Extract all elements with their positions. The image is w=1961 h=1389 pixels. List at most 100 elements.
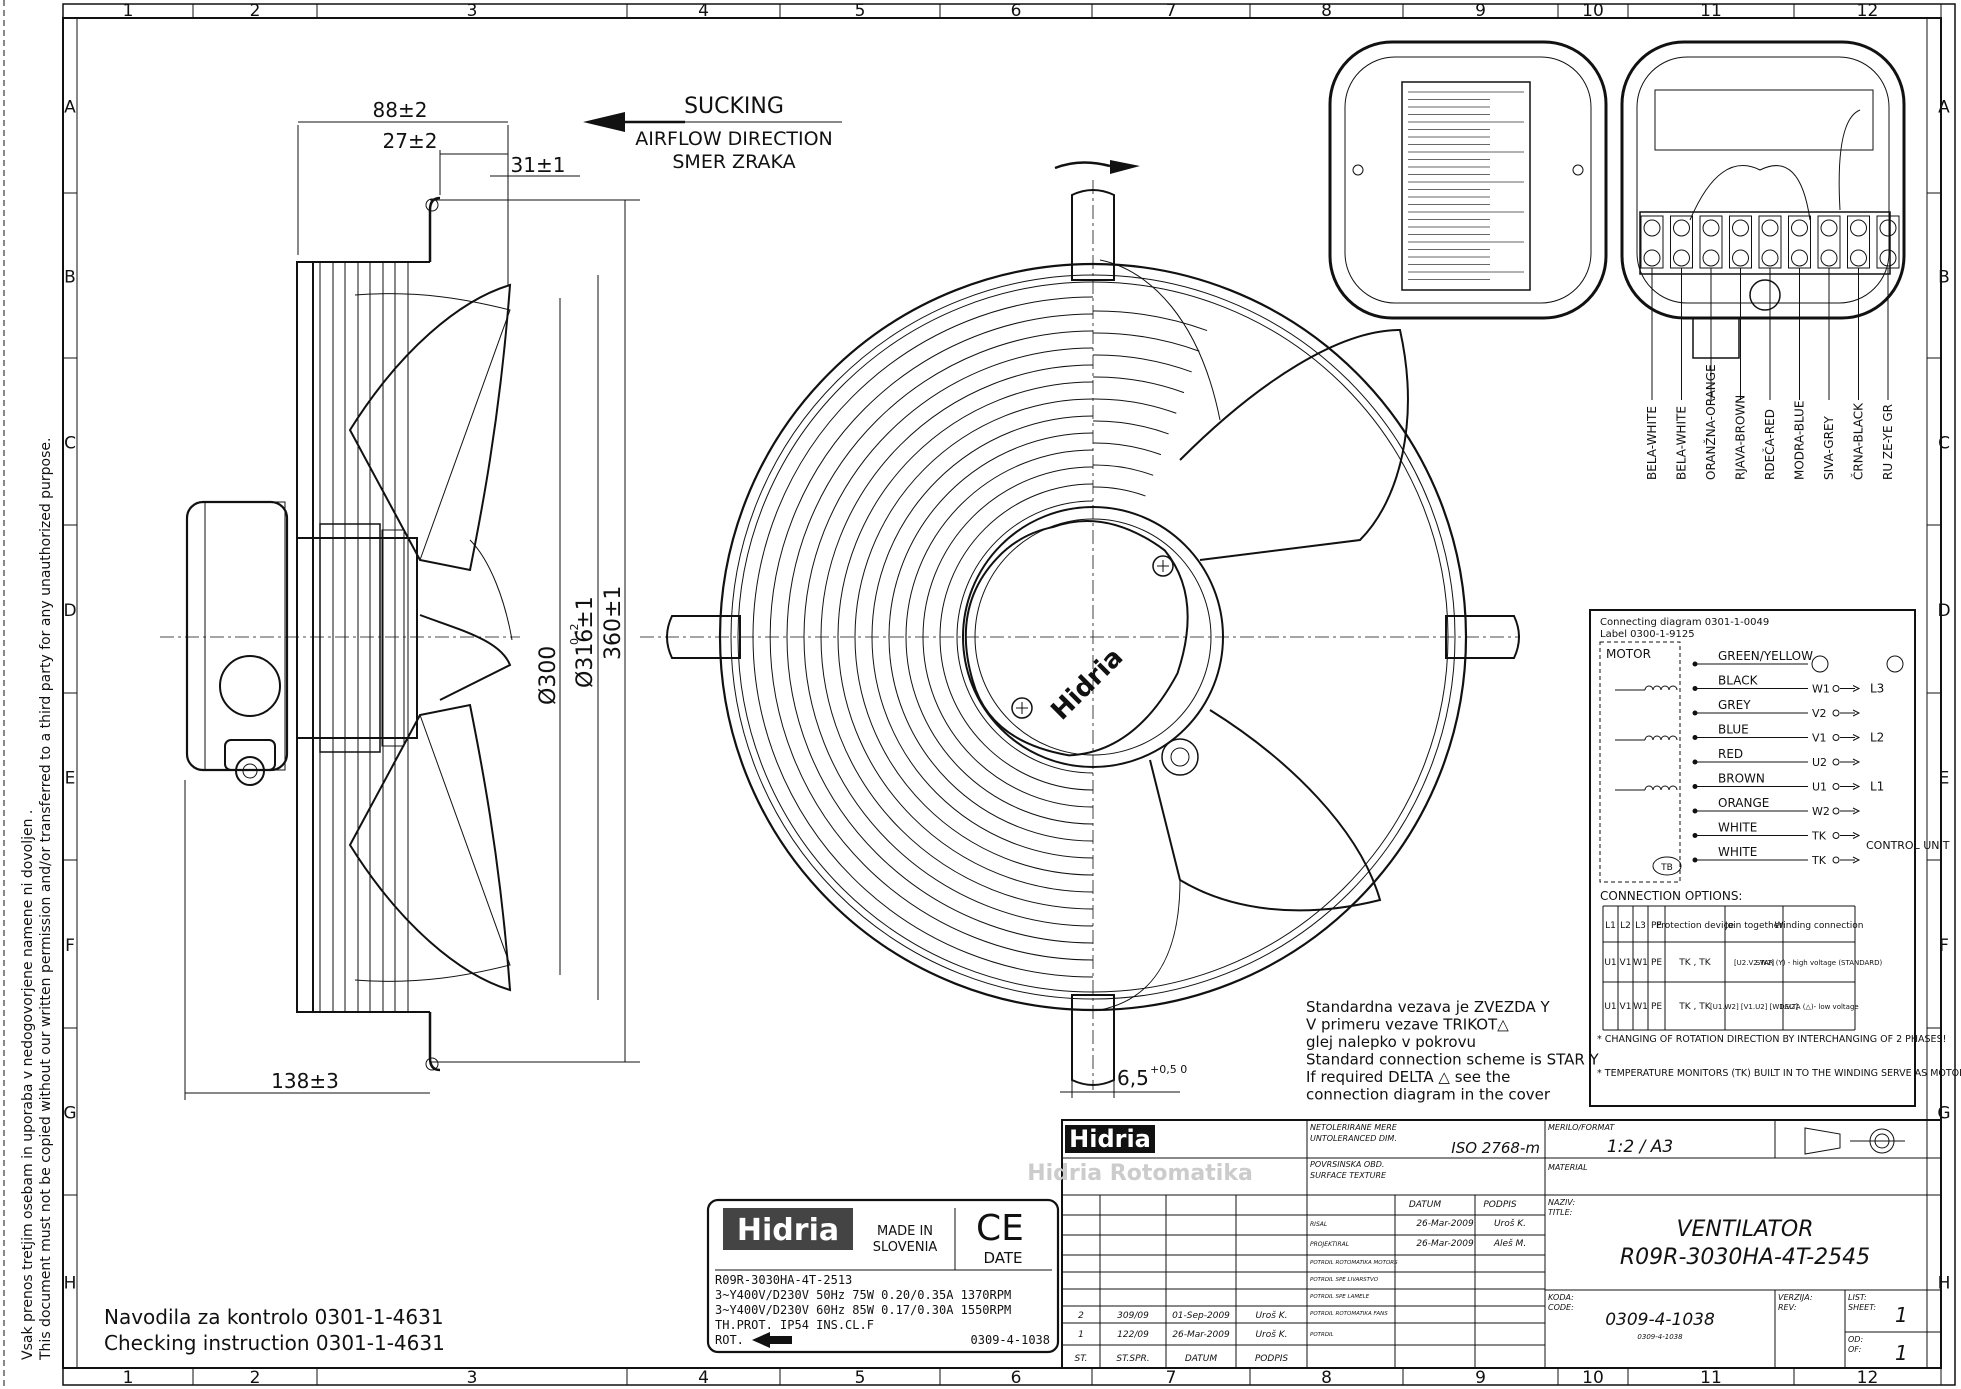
options-header: Winding connection <box>1775 921 1864 931</box>
row-marker-right: C <box>1938 434 1950 454</box>
projection-symbol-icon <box>1804 1127 1905 1155</box>
options-cell: PE <box>1651 958 1662 968</box>
column-marker-top: 1 <box>123 1 134 21</box>
column-marker-top: 2 <box>250 1 261 21</box>
drawing-code-small: 0309-4-1038 <box>1637 1333 1683 1341</box>
row-marker-left: F <box>65 936 75 956</box>
column-marker-top: 11 <box>1700 1 1722 21</box>
dim-300-tolerance: 0 -2 <box>568 624 581 645</box>
column-marker-bottom: 1 <box>123 1368 134 1388</box>
dim-316: Ø316±1 <box>573 596 598 688</box>
control-unit-label: CONTROL UNIT <box>1866 839 1950 852</box>
list-label: LIST: <box>1848 1293 1867 1302</box>
wire-name: BROWN <box>1718 772 1765 786</box>
wire-name: GREY <box>1718 698 1751 712</box>
options-cell: U1 <box>1604 958 1616 968</box>
row-marker-right: E <box>1939 769 1950 789</box>
terminal-cover-view <box>1328 40 1608 320</box>
revision-cell: 2 <box>1078 1311 1084 1321</box>
made-in-label: MADE IN <box>877 1224 933 1239</box>
netolerirane-label: NETOLERIRANE MERE <box>1310 1123 1398 1132</box>
column-marker-top: 12 <box>1857 1 1879 21</box>
row-marker-left: G <box>63 1104 76 1124</box>
options-header: Protection device <box>1656 921 1734 931</box>
hub-brand-logo: Hidria <box>1045 642 1129 726</box>
scale-value: 1:2 / A3 <box>1607 1137 1673 1157</box>
row-marker-left: B <box>64 268 76 288</box>
label-brand-logo: Hidria <box>737 1213 839 1248</box>
column-marker-bottom: 9 <box>1475 1368 1486 1388</box>
row-marker-left: E <box>65 769 76 789</box>
risal-who: Uroš K. <box>1494 1218 1526 1229</box>
drawing-title-2: R09R-3030HA-4T-2545 <box>1620 1245 1870 1270</box>
risal-label: RISAL <box>1310 1221 1327 1228</box>
terminal-name: W1 <box>1812 683 1830 696</box>
label-rot: ROT. <box>715 1333 744 1347</box>
material-label: MATERIAL <box>1548 1163 1588 1172</box>
dim-6-5: 6,5 <box>1117 1066 1149 1090</box>
checking-instruction: Navodila za kontrolo 0301-1-4631 Checkin… <box>104 1305 445 1355</box>
options-cell: W1 <box>1633 1002 1648 1012</box>
datum-header: DATUM <box>1409 1200 1442 1210</box>
code-label: CODE: <box>1548 1303 1574 1312</box>
surface-label: SURFACE TEXTURE <box>1310 1171 1387 1180</box>
standard-note-line: connection diagram in the cover <box>1306 1086 1551 1104</box>
od-label: OD: <box>1848 1335 1863 1344</box>
column-marker-bottom: 5 <box>855 1368 866 1388</box>
options-cell: [U2.V2.W2] <box>1734 959 1774 967</box>
potrdil-other: POTRDIL <box>1310 1332 1334 1338</box>
options-cell: V1 <box>1620 958 1632 968</box>
connection-title-1: Connecting diagram 0301-1-0049 <box>1600 617 1769 628</box>
line-name: L3 <box>1870 682 1884 696</box>
projektiral-who: Aleš M. <box>1493 1238 1526 1249</box>
revision-cell: 1 <box>1078 1330 1084 1340</box>
revision-cell: Uroš K. <box>1255 1310 1287 1321</box>
smer-label: SMER ZRAKA <box>672 151 795 173</box>
checking-line-2: Checking instruction 0301-1-4631 <box>104 1331 445 1355</box>
connection-wire-rows: GREEN/YELLOWBLACKGREYBLUEREDBROWNORANGEW… <box>1615 649 1904 867</box>
wire-label: MODRA-BLUE <box>1793 401 1807 480</box>
dim-360: 360±1 <box>601 586 626 660</box>
merilo-label: MERILO/FORMAT <box>1548 1123 1615 1132</box>
wire-name: WHITE <box>1718 845 1757 859</box>
column-marker-top: 9 <box>1475 1 1486 21</box>
projektiral-label: PROJEKTIRAL <box>1310 1241 1349 1248</box>
row-marker-right: G <box>1937 1104 1950 1124</box>
terminal-name: U2 <box>1812 756 1827 769</box>
standard-note-line: glej nalepko v pokrovu <box>1306 1033 1476 1051</box>
column-marker-bottom: 2 <box>250 1368 261 1388</box>
revision-header: ST.SPR. <box>1116 1354 1149 1364</box>
row-marker-left: A <box>64 98 76 118</box>
row-marker-left: H <box>64 1274 77 1294</box>
dim-27: 27±2 <box>383 129 438 153</box>
column-marker-top: 6 <box>1011 1 1022 21</box>
label-code: 0309-4-1038 <box>971 1333 1050 1347</box>
title-label: TITLE: <box>1548 1208 1573 1217</box>
column-marker-bottom: 12 <box>1857 1368 1879 1388</box>
standard-note-line: Standardna vezava je ZVEZDA Y <box>1306 998 1550 1016</box>
ce-mark: CE <box>976 1208 1024 1249</box>
tb-label: TB <box>1660 863 1673 873</box>
options-cell: V1 <box>1620 1002 1632 1012</box>
terminal-name: TK <box>1811 830 1827 843</box>
wire-label: ČRNA-BLACK <box>1851 402 1866 480</box>
title-brand-logo: Hidria <box>1069 1125 1151 1153</box>
label-model: R09R-3030HA-4T-2513 <box>715 1273 852 1287</box>
wire-label: RDEČA-RED <box>1762 409 1777 480</box>
wire-name: GREEN/YELLOW <box>1718 649 1813 663</box>
dim-88: 88±2 <box>373 98 428 122</box>
column-marker-top: 10 <box>1582 1 1604 21</box>
line-name: L2 <box>1870 731 1884 745</box>
sheet-label: SHEET: <box>1848 1303 1876 1312</box>
projektiral-date: 26-Mar-2009 <box>1416 1239 1474 1249</box>
options-cell: PE <box>1651 1002 1662 1012</box>
sucking-label: SUCKING <box>684 94 784 119</box>
column-marker-bottom: 8 <box>1321 1368 1332 1388</box>
sheet-number: 1 <box>1895 1303 1908 1327</box>
terminal-strip <box>1640 215 1900 400</box>
options-cell: DELTA (△)- low voltage <box>1779 1003 1858 1011</box>
copyright-line-1: Vsak prenos tretjim osebam in uporaba v … <box>20 810 36 1360</box>
